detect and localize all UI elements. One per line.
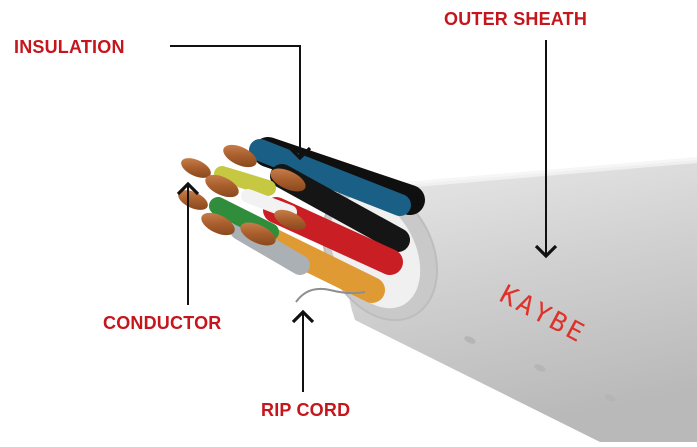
outer-sheath-label: OUTER SHEATH	[444, 9, 588, 29]
outer-sheath: KAYBE	[321, 157, 697, 442]
insulation-label: INSULATION	[14, 37, 125, 57]
insulation-arrow	[170, 45, 312, 161]
inner-wires	[209, 137, 425, 303]
leader-lines	[170, 40, 558, 392]
conductor-label: CONDUCTOR	[103, 313, 222, 333]
rip-cord	[295, 287, 366, 303]
copper-conductors	[178, 144, 306, 246]
rip-cord-label: RIP CORD	[261, 400, 351, 420]
